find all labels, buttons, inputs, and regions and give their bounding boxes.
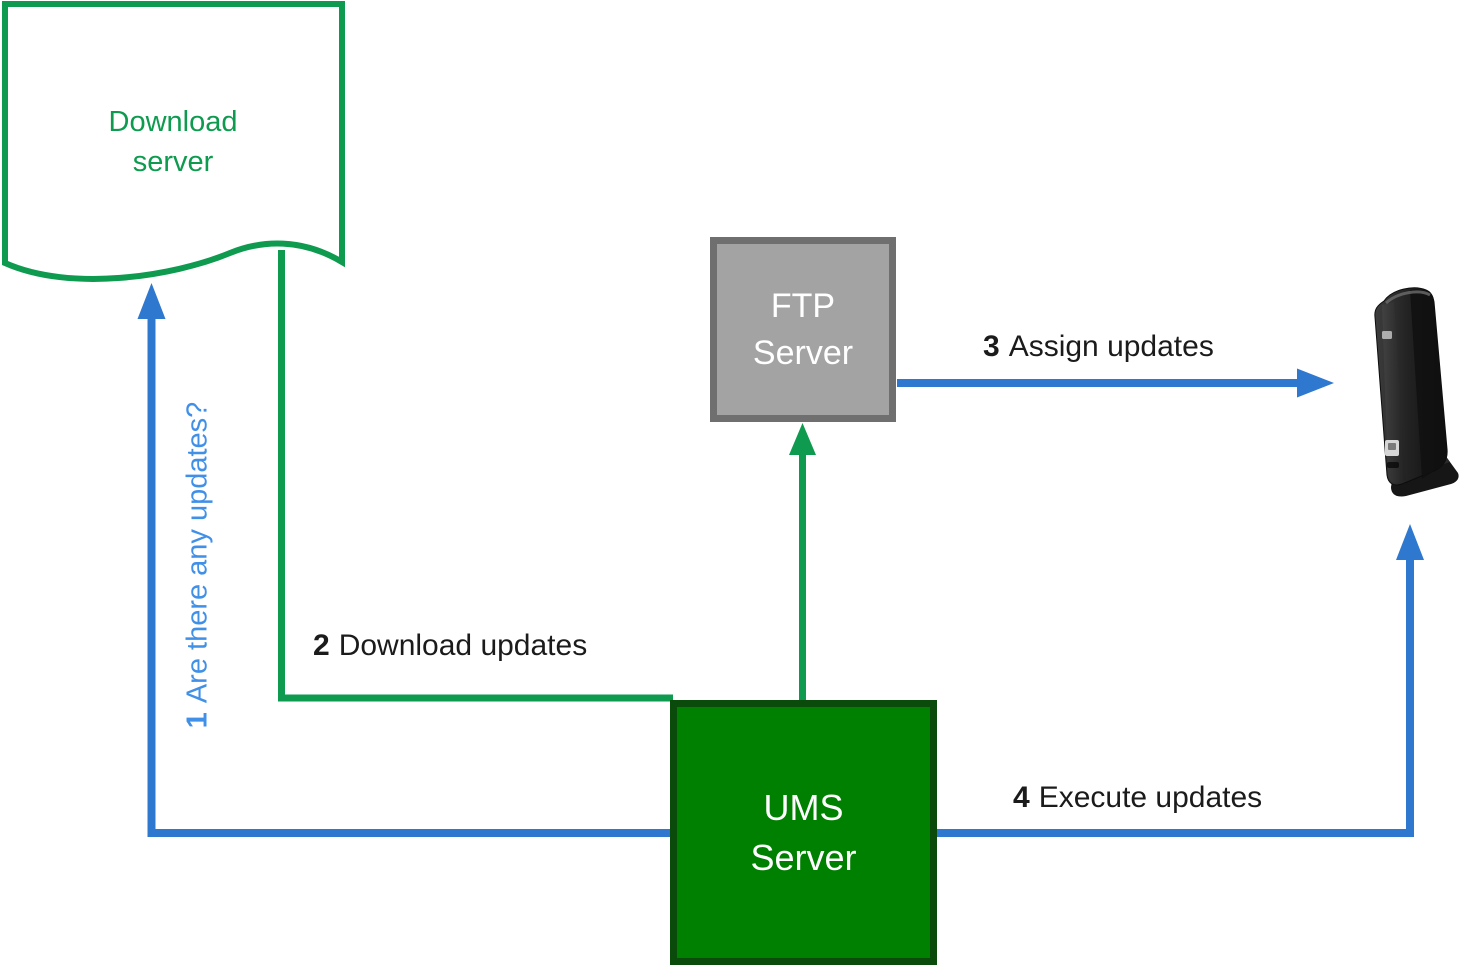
device-logo-top (1382, 331, 1392, 339)
document-shape (2, 1, 345, 282)
node-ftp-server: FTP Server (710, 237, 896, 422)
thin-client-icon (1374, 287, 1459, 497)
arrow-3-assign-updates (897, 368, 1334, 398)
arrow-4-execute-updates (933, 524, 1424, 837)
step-4-number: 4 (1013, 781, 1030, 814)
step-3-text: Assign updates (1008, 330, 1214, 363)
ums-server-label-line2: Server (750, 836, 857, 878)
download-server-label: Download server (12, 102, 334, 182)
ftp-server-label-line2: Server (752, 333, 854, 372)
node-ums-server: UMS Server (670, 700, 937, 965)
step-2-text: Download updates (338, 629, 588, 662)
step-2-number: 2 (313, 629, 330, 662)
step-1-number: 1 (181, 712, 214, 729)
download-server-label-line1: Download (108, 106, 238, 138)
step-1-text: Are there any updates? (181, 401, 214, 704)
ftp-server-label-line1: FTP (770, 286, 836, 325)
arrow-1-check-updates (137, 283, 676, 837)
step-1-label: 1 Are there any updates? (182, 402, 215, 729)
ums-server-label-line1: UMS (763, 786, 844, 828)
step-3-number: 3 (983, 330, 1000, 363)
step-4-text: Execute updates (1038, 781, 1263, 814)
arrow-ums-to-ftp (789, 423, 816, 703)
download-server-label-line2: server (132, 146, 214, 178)
node-download-server (0, 0, 353, 305)
line-2-download-updates (278, 250, 673, 702)
